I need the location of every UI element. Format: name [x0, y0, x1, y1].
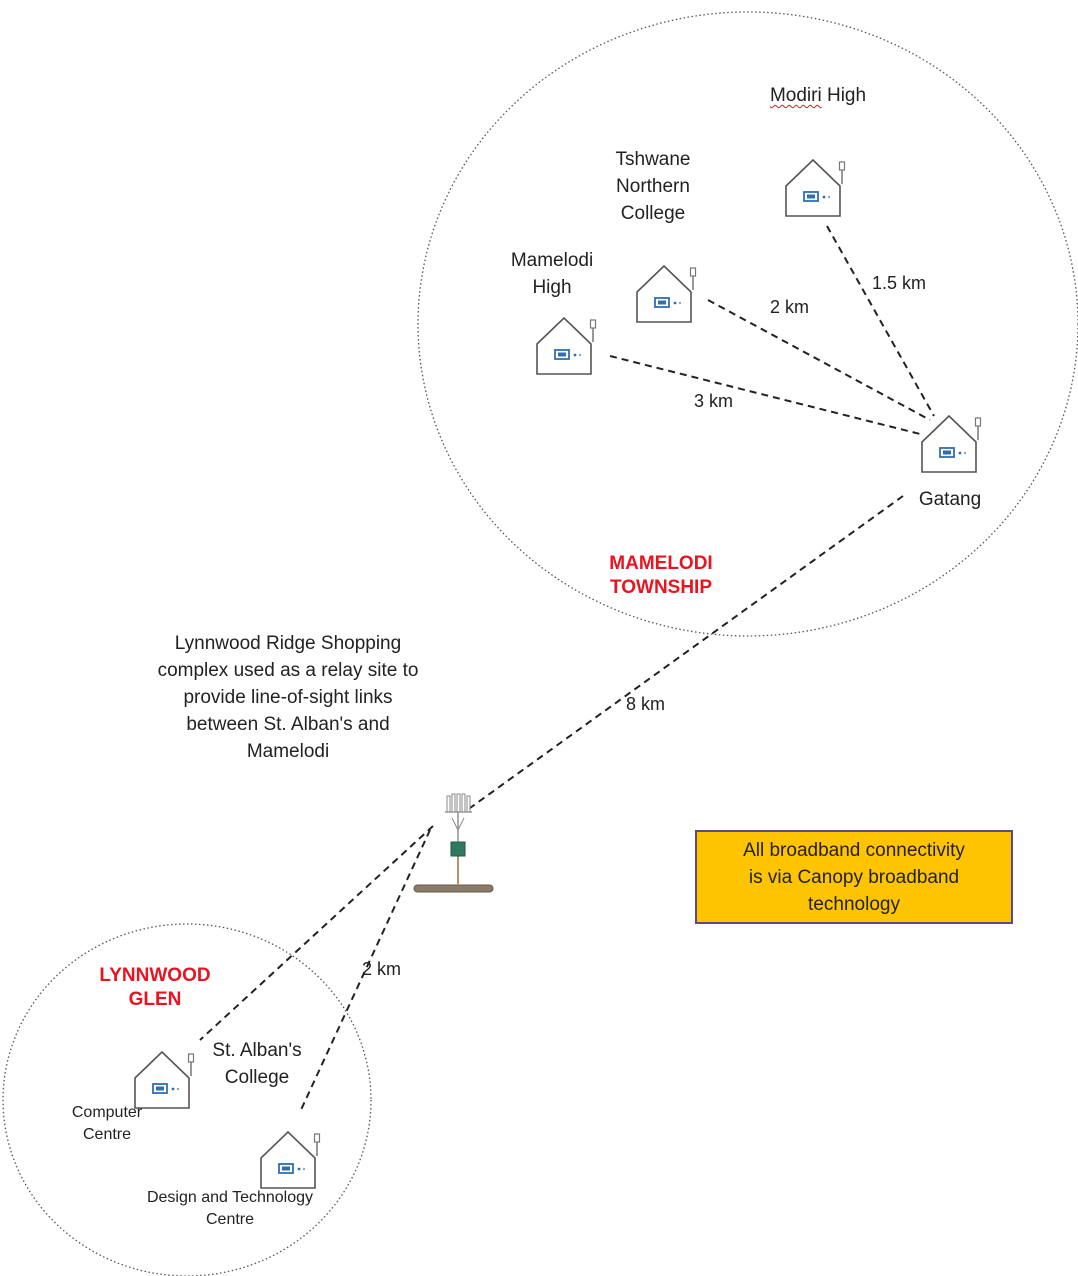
site-label-gatang: Gatang — [918, 489, 982, 510]
building-with-antenna-icon — [785, 159, 846, 217]
distance-label-relay-st-albans: 2 km — [362, 959, 402, 979]
region-label-lynnwood-glen: LYNNWOOD GLEN — [99, 965, 211, 1010]
site-label-computer-centre: Computer Centre — [71, 1104, 143, 1143]
site-label-tshwane-northern-college: Tshwane Northern College — [615, 149, 691, 224]
distance-label-tshwane-gatang: 2 km — [770, 297, 810, 317]
link-relay-design-centre — [299, 829, 431, 1113]
mamelodi-region-boundary — [417, 11, 1078, 637]
connectivity-note-box: All broadband connectivity is via Canopy… — [695, 830, 1013, 924]
distance-label-modiri-gatang: 1.5 km — [872, 273, 927, 293]
distance-label-mamelodi-gatang: 3 km — [694, 391, 734, 411]
site-label-st-albans-college: St. Alban's College — [212, 1040, 302, 1088]
building-with-antenna-icon — [536, 317, 597, 375]
relay-tower-icon — [413, 793, 494, 893]
site-label-mamelodi-high: Mamelodi High — [510, 250, 594, 298]
region-label-mamelodi-township: MAMELODI TOWNSHIP — [609, 553, 713, 598]
site-label-design-technology-centre: Design and Technology Centre — [146, 1189, 314, 1228]
distance-label-relay-gatang: 8 km — [626, 694, 666, 714]
building-with-antenna-icon — [260, 1131, 321, 1189]
link-modiri-gatang — [826, 225, 935, 417]
modiri-suffix: High — [821, 85, 867, 106]
lynnwood-region-boundary — [2, 923, 372, 1276]
relay-site-caption: Lynnwood Ridge Shopping complex used as … — [157, 633, 419, 762]
building-with-antenna-icon — [636, 265, 697, 323]
link-relay-gatang — [469, 495, 904, 809]
link-relay-computer-centre — [199, 825, 434, 1041]
link-mamelodi-gatang — [609, 355, 921, 435]
building-with-antenna-icon — [921, 415, 982, 473]
site-label-modiri-high: Modiri High — [736, 82, 900, 109]
link-tshwane-gatang — [707, 299, 931, 421]
modiri-name: Modiri — [769, 85, 822, 106]
